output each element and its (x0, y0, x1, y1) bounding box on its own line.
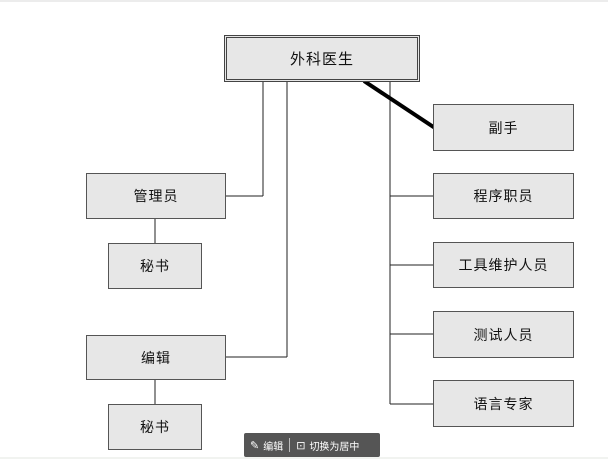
edit-label: 编辑 (263, 441, 284, 453)
node-surgeon: 外科医生 (224, 35, 420, 82)
node-tool-maintainer: 工具维护人员 (433, 242, 574, 288)
node-manager: 管理员 (86, 173, 226, 219)
node-editor-secretary: 秘书 (108, 404, 202, 450)
node-assistant: 副手 (433, 104, 574, 151)
node-label: 编辑 (141, 350, 171, 367)
node-label: 管理员 (133, 189, 179, 205)
node-editor: 编辑 (86, 335, 226, 380)
node-language-expert: 语言专家 (433, 380, 574, 427)
node-programmer: 程序职员 (433, 173, 574, 219)
node-label: 程序职员 (473, 189, 534, 205)
center-align-button[interactable]: ⊡ 切换为居中 (290, 433, 365, 457)
node-label: 工具维护人员 (458, 258, 549, 274)
node-label: 秘书 (140, 420, 170, 436)
pencil-icon: ✎ (250, 438, 260, 452)
node-label: 秘书 (140, 259, 170, 275)
top-divider (0, 0, 608, 2)
node-label: 外科医生 (289, 50, 354, 68)
node-label: 语言专家 (473, 396, 534, 413)
center-label: 切换为居中 (309, 441, 360, 453)
node-label: 副手 (488, 120, 519, 137)
node-manager-secretary: 秘书 (108, 243, 202, 289)
image-toolbar: ✎ 编辑 ⊡ 切换为居中 (244, 433, 380, 457)
edit-button[interactable]: ✎ 编辑 (244, 433, 289, 457)
align-center-icon: ⊡ (296, 438, 306, 452)
connector-root-assistant (362, 79, 437, 130)
node-tester: 测试人员 (433, 311, 574, 358)
node-label: 测试人员 (473, 327, 534, 344)
bottom-divider (0, 457, 608, 459)
toolbar-separator (289, 438, 291, 452)
